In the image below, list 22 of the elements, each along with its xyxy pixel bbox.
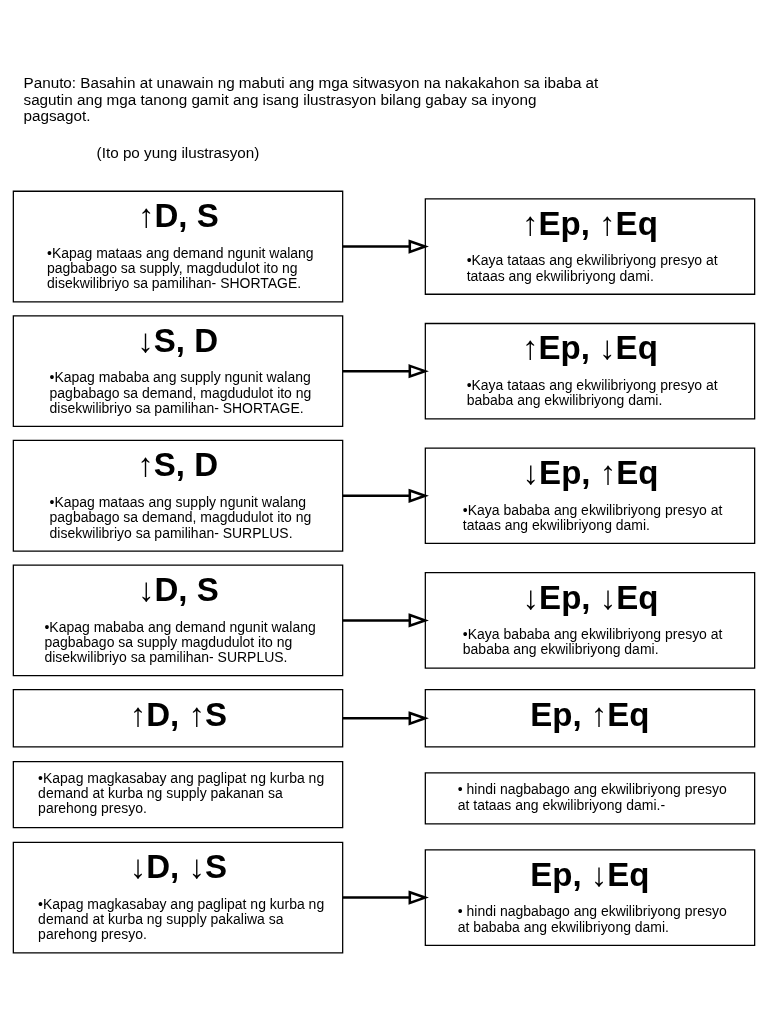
node-box: •Kapag magkasabay ang paglipat ng kurba ng demand at kurba ng supply pakanan sa parehong presyo.: [12, 760, 344, 829]
node-box: Ep, ↓Eq • hindi nagbabago ang ekwilibriyong presyo at bababa ang ekwilibriyong dami.: [424, 849, 756, 946]
node-box: ↓Ep, ↑Eq •Kaya bababa ang ekwilibriyong presyo at tataas ang ekwilibriyong dami.: [424, 447, 756, 545]
node-box: ↑D, ↑S: [12, 689, 344, 748]
arrow: [342, 711, 429, 726]
diagram-title: Panuto: Basahin at unawain ng mabuti ang mga sitwasyon na nakakahon sa ibaba at sagutin ang mga tanong gamit ang isang ilustrasyon bilang gabay sa inyong pagsagot.: [23, 74, 599, 125]
node-box: ↑S, D •Kapag mataas ang supply ngunit walang pagbabago sa demand, magdudulot ito ng disekwilibriyo sa pamilihan- SURPLUS.: [12, 439, 344, 552]
node-box: ↓D, ↓S •Kapag magkasabay ang paglipat ng kurba ng demand at kurba ng supply pakaliwa sa parehong presyo.: [12, 841, 344, 954]
node-box: Ep, ↑Eq: [424, 689, 756, 748]
arrow: [342, 239, 429, 254]
label: (Ito po yung ilustrasyon): [96, 143, 260, 161]
node-box: ↑D, S •Kapag mataas ang demand ngunit walang pagbabago sa supply, magdudulot ito ng disekwilibriyo sa pamilihan- SHORTAGE.: [12, 190, 344, 303]
node-box: ↑Ep, ↓Eq •Kaya tataas ang ekwilibriyong presyo at bababa ang ekwilibriyong dami.: [424, 322, 756, 420]
arrow: [342, 890, 429, 905]
arrow: [342, 488, 429, 503]
arrow: [342, 613, 429, 628]
node-box: ↓S, D •Kapag mababa ang supply ngunit walang pagbabago sa demand, magdudulot ito ng disekwilibriyo sa pamilihan- SHORTAGE.: [12, 315, 344, 428]
node-box: ↑Ep, ↑Eq •Kaya tataas ang ekwilibriyong presyo at tataas ang ekwilibriyong dami.: [424, 198, 756, 295]
node-box: ↓D, S •Kapag mababa ang demand ngunit walang pagbabago sa supply magdudulot ito ng disekwilibriyo sa pamilihan- SURPLUS.: [12, 564, 344, 677]
node-box: ↓Ep, ↓Eq •Kaya bababa ang ekwilibriyong presyo at bababa ang ekwilibriyong dami.: [424, 572, 756, 669]
arrow: [342, 364, 429, 379]
node-box: • hindi nagbabago ang ekwilibriyong presyo at tataas ang ekwilibriyong dami.-: [424, 772, 756, 825]
